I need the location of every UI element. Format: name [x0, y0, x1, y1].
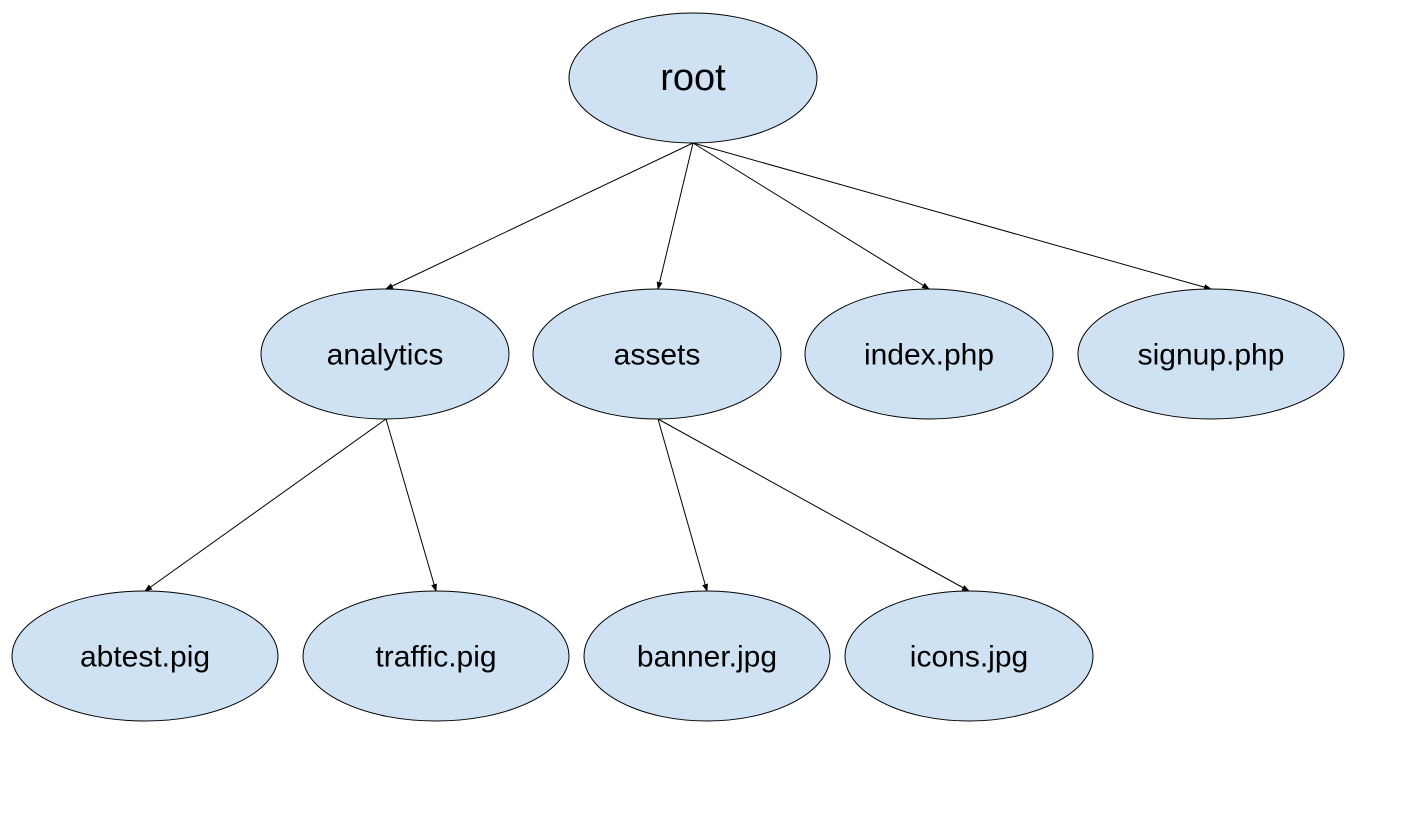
node-traffic-pig: traffic.pig	[302, 590, 570, 722]
edge-analytics-abtest-pig	[144, 418, 387, 592]
edge-assets-icons-jpg	[657, 418, 970, 592]
node-icons-jpg-label: icons.jpg	[910, 641, 1028, 674]
edge-root-signup-php	[692, 142, 1212, 290]
node-root: root	[568, 12, 818, 144]
edges	[144, 142, 1212, 592]
node-assets-label: assets	[614, 339, 701, 372]
node-analytics-shape	[260, 288, 510, 420]
node-index-php-label: index.php	[864, 339, 994, 372]
edge-assets-banner-jpg	[657, 418, 708, 592]
node-icons-jpg-shape	[844, 590, 1094, 722]
node-abtest-pig-label: abtest.pig	[80, 641, 210, 674]
node-index-php-shape	[804, 288, 1054, 420]
node-banner-jpg-shape	[583, 590, 831, 722]
edge-root-index-php	[692, 142, 930, 290]
edge-root-assets	[656, 142, 694, 290]
edge-root-analytics	[385, 142, 694, 290]
node-root-label: root	[660, 57, 726, 99]
node-traffic-pig-label: traffic.pig	[375, 641, 496, 674]
node-assets-shape	[532, 288, 782, 420]
node-signup-php-shape	[1077, 288, 1345, 420]
node-analytics-label: analytics	[327, 339, 444, 372]
node-signup-php-label: signup.php	[1138, 339, 1285, 372]
node-icons-jpg: icons.jpg	[844, 590, 1094, 722]
node-signup-php: signup.php	[1077, 288, 1345, 420]
node-index-php: index.php	[804, 288, 1054, 420]
node-banner-jpg: banner.jpg	[583, 590, 831, 722]
node-traffic-pig-shape	[302, 590, 570, 722]
node-root-shape	[568, 12, 818, 144]
node-abtest-pig-shape	[11, 590, 279, 722]
node-abtest-pig: abtest.pig	[11, 590, 279, 722]
edge-analytics-traffic-pig	[385, 418, 437, 592]
node-analytics: analytics	[260, 288, 510, 420]
node-assets: assets	[532, 288, 782, 420]
node-banner-jpg-label: banner.jpg	[637, 641, 777, 674]
